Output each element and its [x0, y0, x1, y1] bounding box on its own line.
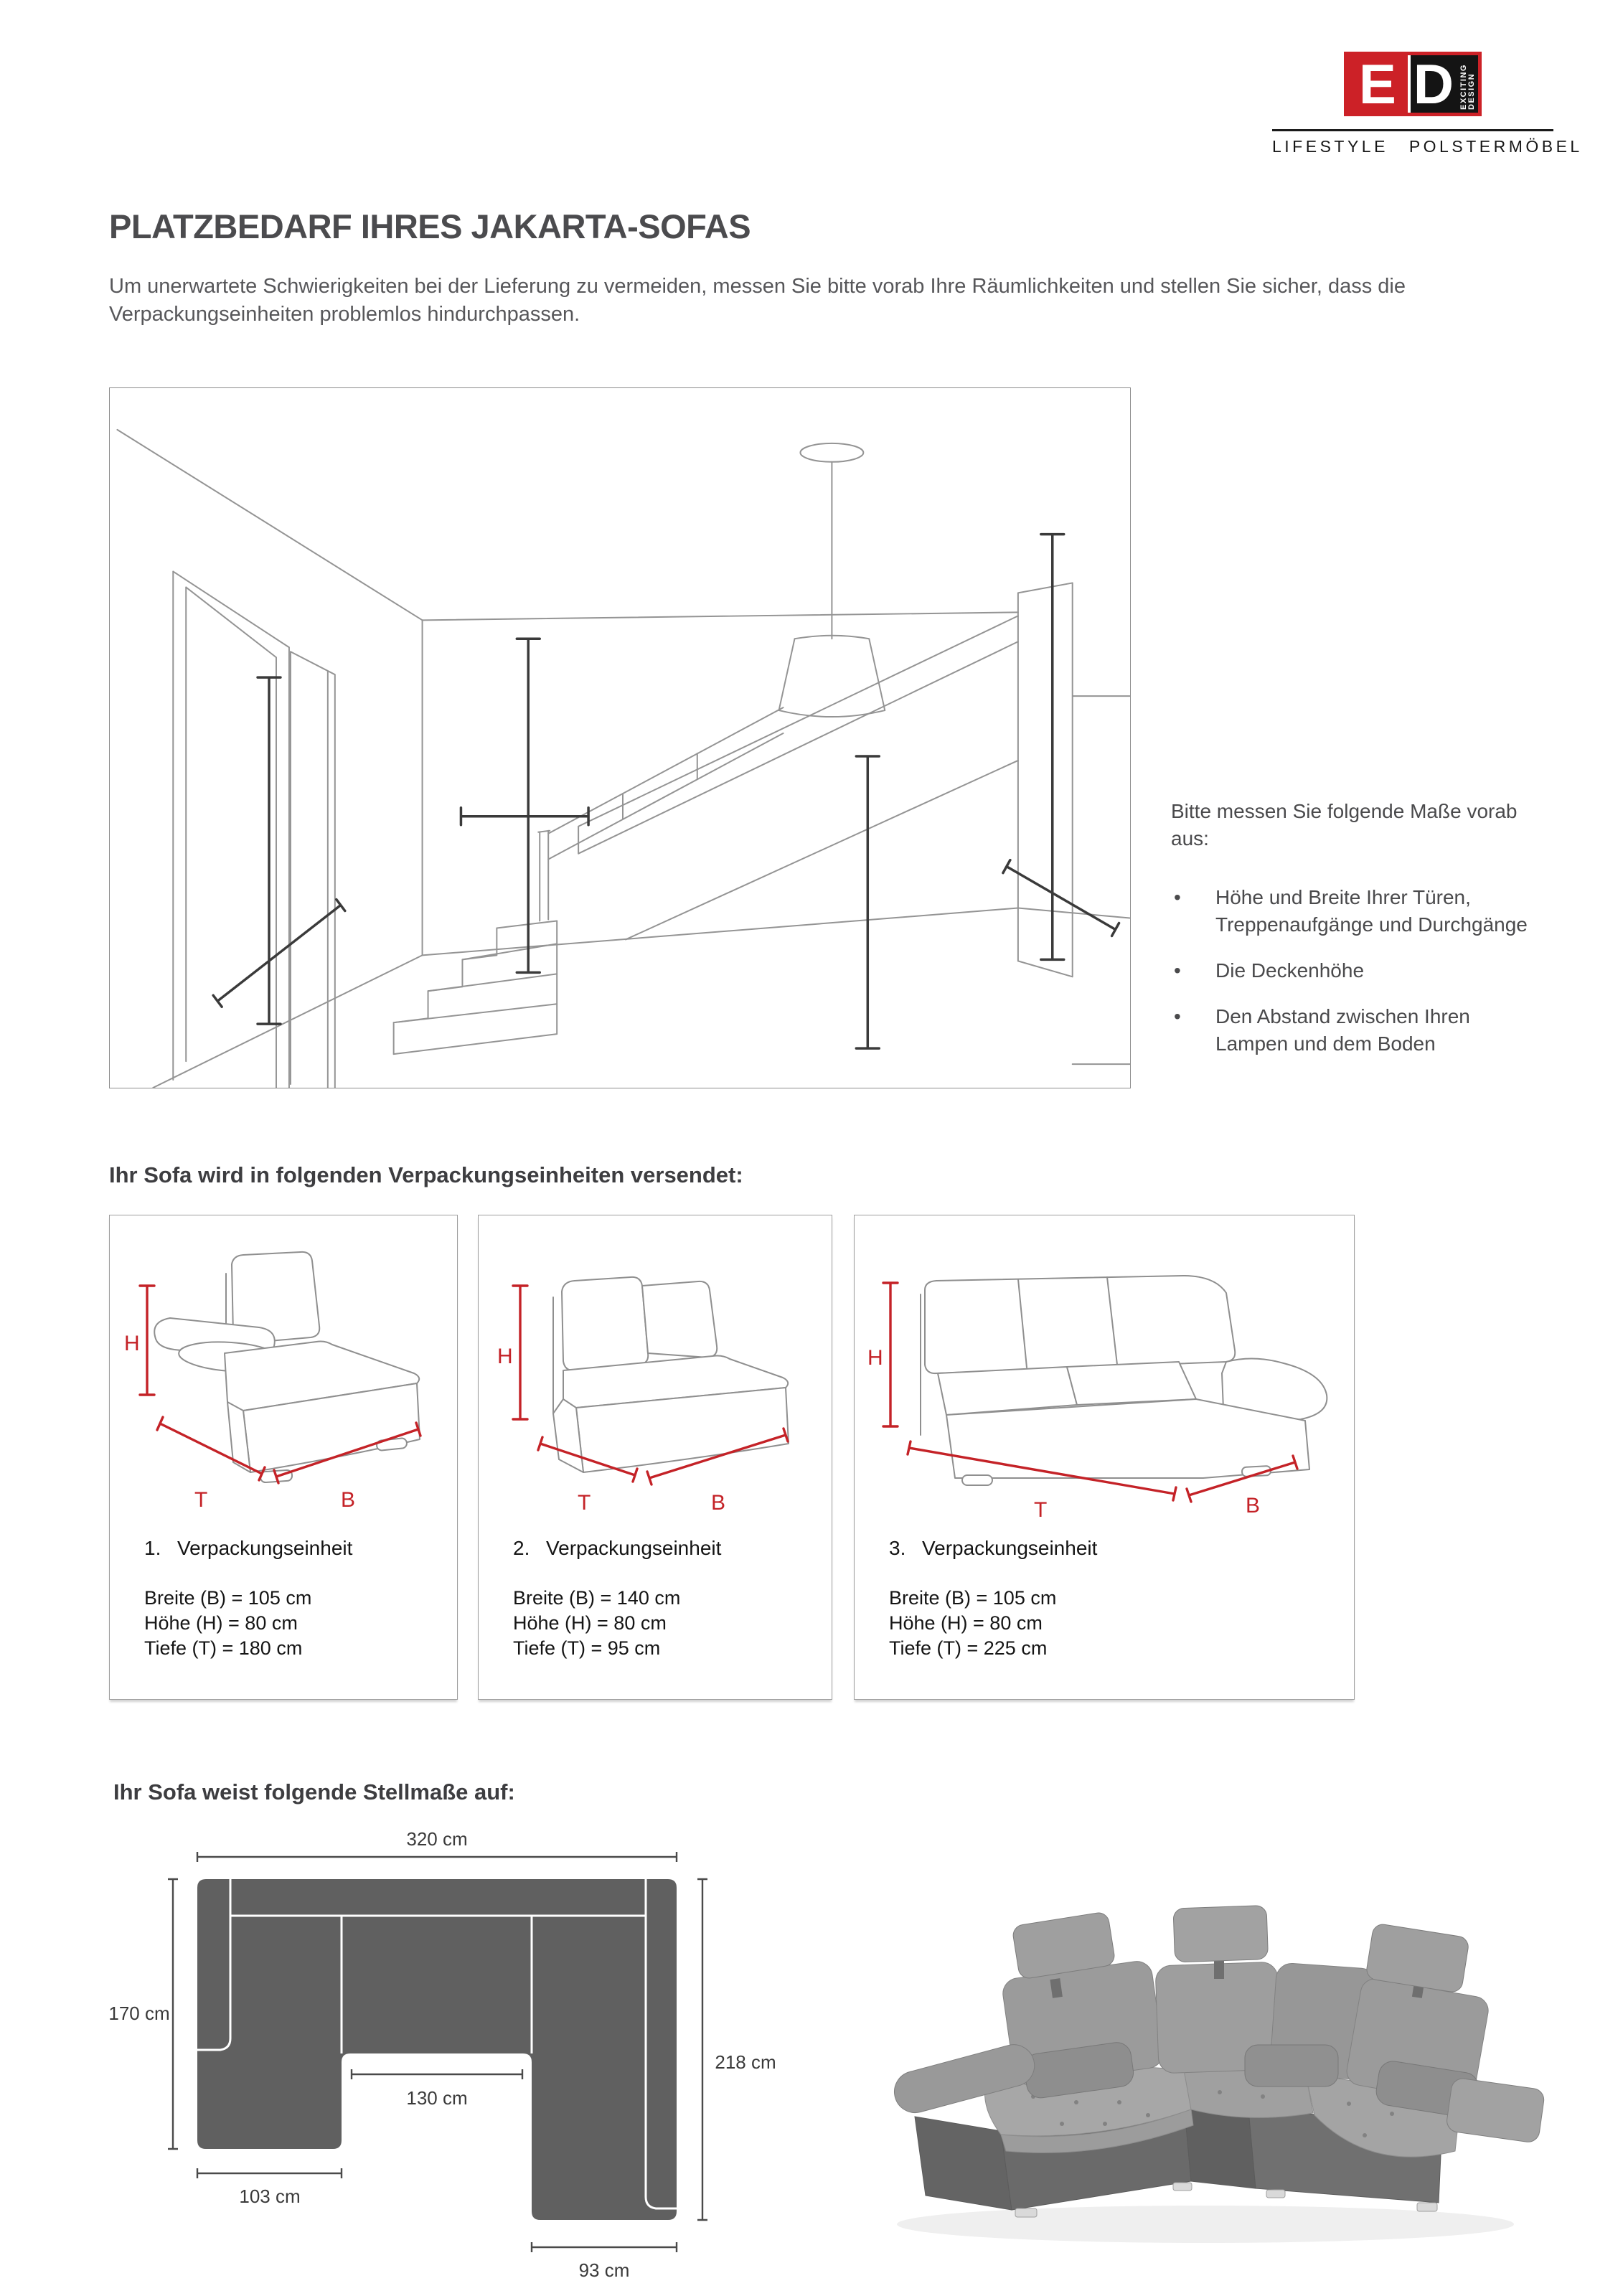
floorplan-figure: 320 cm 170 cm 218 cm 130 cm 103 cm 93 cm	[108, 1826, 789, 2292]
packaging-unit-card-2: H T B 2. Verpackungseinheit Breite (B) =…	[478, 1215, 832, 1700]
unit-breite: Breite (B) = 105 cm	[144, 1587, 312, 1609]
brand-tagline: LIFESTYLE POLSTERMÖBEL	[1272, 137, 1583, 156]
room-walls	[116, 428, 1130, 1088]
unit-title: 2. Verpackungseinheit	[513, 1537, 722, 1559]
room-illustration	[116, 428, 1130, 1088]
page-title: PLATZBEDARF IHRES JAKARTA-SOFAS	[109, 207, 751, 245]
dim-label-t: T	[194, 1488, 207, 1512]
unit-text: 2. Verpackungseinheit Breite (B) = 140 c…	[513, 1537, 721, 1661]
dim-label-t: T	[1034, 1498, 1047, 1521]
sofa-photo	[847, 1887, 1564, 2260]
sofa-module-chaise-left-arm	[154, 1251, 420, 1484]
dim-label-h: H	[124, 1332, 140, 1355]
dim-label-b: B	[711, 1491, 725, 1515]
dim-bottom-left: 103 cm	[239, 2186, 300, 2207]
logo-letter-e: E	[1347, 55, 1411, 113]
dim-label-b: B	[341, 1488, 355, 1512]
packaging-unit-card-3: H T B 3. Verpackungseinheit Breite (B) =…	[854, 1215, 1355, 1700]
sofa-feet	[1015, 2182, 1438, 2218]
unit-hoehe: Höhe (H) = 80 cm	[513, 1612, 667, 1634]
list-item: Den Abstand zwischen Ihren Lampen und de…	[1171, 1003, 1530, 1058]
logo-letter-d: D EXCITING DESIGN	[1410, 52, 1478, 116]
floor-shadow	[897, 2206, 1514, 2243]
floorplan-dimensions: 320 cm 170 cm 218 cm 130 cm 103 cm 93 cm	[108, 1828, 776, 2281]
stellmass-heading: Ihr Sofa weist folgende Stellmaße auf:	[113, 1779, 515, 1805]
dim-left: 170 cm	[108, 2003, 169, 2024]
dimension-arrows: H T B	[497, 1284, 789, 1515]
list-item: Höhe und Breite Ihrer Türen, Treppenaufg…	[1171, 884, 1530, 938]
unit-tiefe: Tiefe (T) = 225 cm	[889, 1637, 1048, 1659]
sofa-module-three-seat-right-arm	[920, 1275, 1328, 1486]
floorplan-shape	[197, 1879, 677, 2220]
dim-label-h: H	[867, 1346, 883, 1370]
dim-right: 218 cm	[715, 2051, 776, 2073]
logo-d-glyph: D	[1413, 52, 1454, 116]
logo-rule	[1272, 129, 1553, 131]
measure-note-intro: Bitte messen Sie folgende Maße vorab aus…	[1171, 800, 1518, 850]
sofa-module-armless	[552, 1276, 789, 1473]
packaging-unit-card-1: H T B 1. Verpackungseinheit Breite (B) =…	[109, 1215, 458, 1700]
dim-center: 130 cm	[406, 2087, 467, 2109]
unit-breite: Breite (B) = 105 cm	[889, 1587, 1057, 1609]
unit-title: 1. Verpackungseinheit	[144, 1537, 353, 1559]
sofa-photo-illustration	[894, 1905, 1545, 2243]
measure-note: Bitte messen Sie folgende Maße vorab aus…	[1171, 798, 1530, 1076]
logo-vertical-text: EXCITING DESIGN	[1459, 64, 1477, 110]
room-measurement-lines	[212, 532, 1121, 1050]
dimension-arrows: H T B	[867, 1281, 1299, 1521]
floorplan-seams	[197, 1879, 677, 2210]
measure-note-list: Höhe und Breite Ihrer Türen, Treppenaufg…	[1171, 884, 1530, 1058]
seat-tufting	[1031, 2090, 1394, 2137]
unit-hoehe: Höhe (H) = 80 cm	[144, 1612, 298, 1634]
packaging-unit-2-drawing: H T B	[497, 1276, 789, 1515]
room-pendant-lamp	[778, 442, 886, 718]
floorplan-diagram: 320 cm 170 cm 218 cm 130 cm 103 cm 93 cm	[108, 1828, 776, 2281]
packaging-unit-1-drawing: H T B	[124, 1251, 422, 1512]
unit-title: 3. Verpackungseinheit	[889, 1537, 1098, 1559]
brand-block: E D EXCITING DESIGN LIFESTYLE POLSTERMÖB…	[1272, 52, 1583, 156]
dim-top: 320 cm	[406, 1828, 467, 1850]
brand-logo: E D EXCITING DESIGN	[1344, 52, 1482, 116]
dim-label-h: H	[497, 1345, 513, 1368]
unit-text: 3. Verpackungseinheit Breite (B) = 105 c…	[889, 1537, 1097, 1661]
armrests	[894, 2044, 1545, 2142]
packaging-unit-3-drawing: H T B	[867, 1275, 1328, 1521]
dim-label-b: B	[1246, 1494, 1260, 1518]
room-illustration-frame	[109, 387, 1131, 1088]
dim-label-t: T	[578, 1491, 591, 1515]
unit-tiefe: Tiefe (T) = 95 cm	[513, 1637, 661, 1659]
page-intro: Um unerwartete Schwierigkeiten bei der L…	[109, 275, 1406, 326]
room-door	[172, 570, 336, 1088]
lumbar-pillows	[1024, 2042, 1479, 2117]
unit-hoehe: Höhe (H) = 80 cm	[889, 1612, 1043, 1634]
list-item: Die Deckenhöhe	[1171, 957, 1530, 984]
room-stairs	[392, 615, 1019, 1055]
unit-text: 1. Verpackungseinheit Breite (B) = 105 c…	[144, 1537, 352, 1661]
dimension-arrows: H T B	[124, 1284, 422, 1512]
packaging-heading: Ihr Sofa wird in folgenden Verpackungsei…	[109, 1162, 743, 1187]
unit-breite: Breite (B) = 140 cm	[513, 1587, 681, 1609]
unit-tiefe: Tiefe (T) = 180 cm	[144, 1637, 303, 1659]
dim-bottom-right: 93 cm	[579, 2259, 630, 2281]
headrests	[1012, 1905, 1469, 1998]
